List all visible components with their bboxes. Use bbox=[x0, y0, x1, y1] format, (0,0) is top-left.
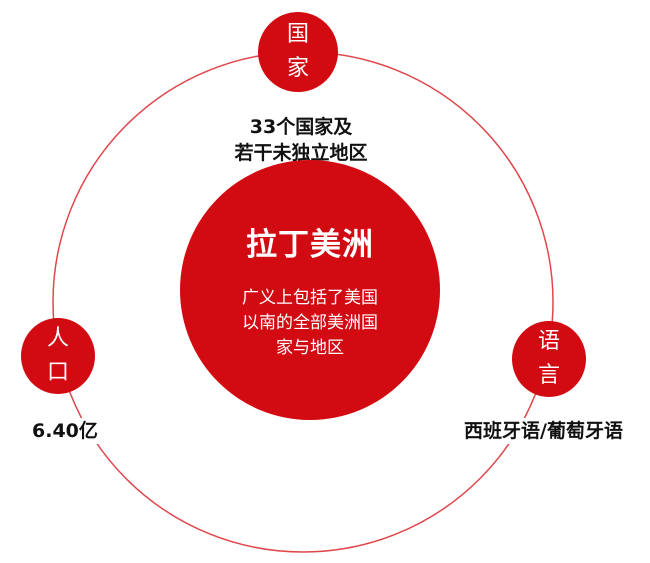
country-value: 33个国家及 若干未独立地区 bbox=[228, 114, 374, 166]
center-description: 广义上包括了美国以南的全部美洲国家与地区 bbox=[242, 288, 378, 358]
country-circle: 国 家 bbox=[258, 12, 338, 92]
country-label-1: 国 bbox=[286, 22, 309, 47]
population-label-2: 口 bbox=[46, 360, 69, 385]
language-label-1: 语 bbox=[537, 329, 560, 354]
language-value: 西班牙语/葡萄牙语 bbox=[460, 418, 627, 444]
country-value-line1: 33个国家及 bbox=[249, 116, 353, 138]
language-circle: 语 言 bbox=[512, 321, 586, 397]
country-label-2: 家 bbox=[286, 56, 309, 81]
population-value: 6.40亿 bbox=[28, 418, 102, 444]
country-value-line2: 若干未独立地区 bbox=[234, 142, 368, 164]
center-title: 拉丁美洲 bbox=[246, 227, 374, 263]
population-label-1: 人 bbox=[46, 326, 69, 351]
population-circle: 人 口 bbox=[21, 318, 95, 394]
language-label-2: 言 bbox=[537, 363, 560, 388]
center-circle: 拉丁美洲 广义上包括了美国以南的全部美洲国家与地区 bbox=[180, 160, 440, 420]
